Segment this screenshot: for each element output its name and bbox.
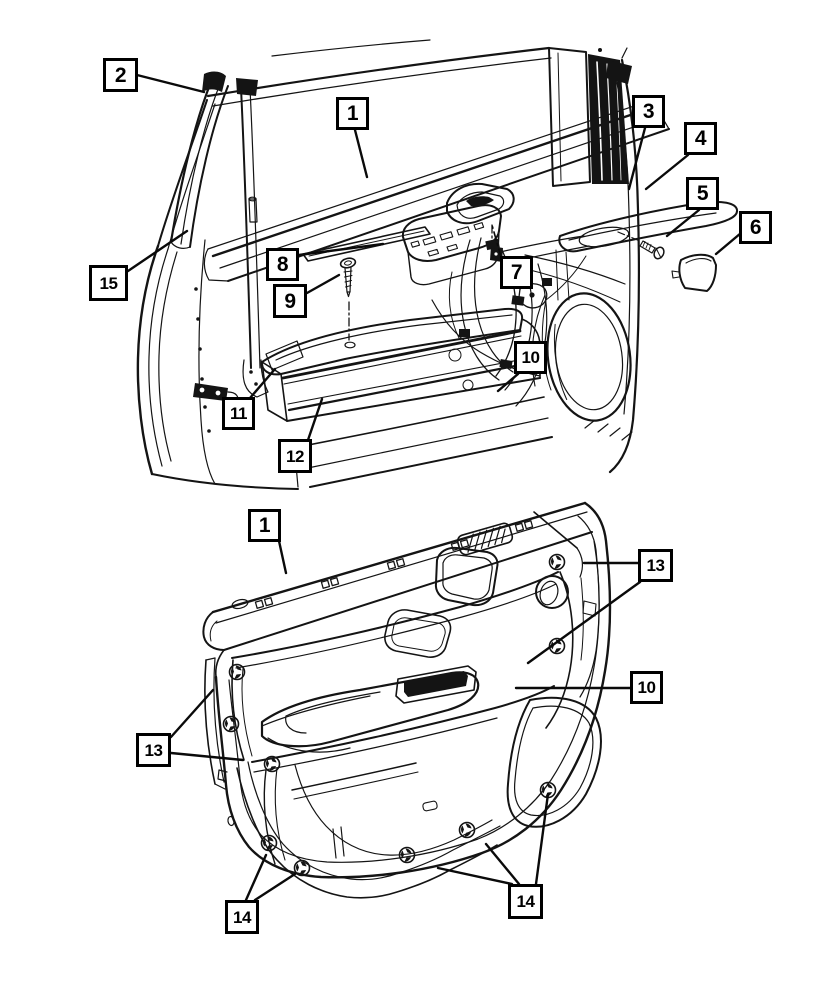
callout-6[interactable]: 6 — [739, 211, 772, 244]
callout-5[interactable]: 5 — [686, 177, 719, 210]
callout-label: 1 — [346, 102, 359, 125]
callout-label: 10 — [521, 348, 540, 367]
pull-pocket — [384, 609, 452, 658]
callout-label: 13 — [144, 740, 163, 760]
latch-bracket — [193, 383, 228, 401]
callout-label: 3 — [642, 100, 655, 123]
callout-label: 2 — [114, 63, 127, 87]
armrest-rear — [260, 665, 480, 753]
front-corner — [533, 511, 600, 698]
callout-1[interactable]: 1 — [248, 509, 281, 542]
switch-cutout — [395, 665, 477, 704]
door-exploded-art — [136, 39, 738, 490]
callout-10[interactable]: 10 — [630, 671, 663, 704]
callout-label: 1 — [258, 514, 271, 537]
callout-label: 14 — [233, 907, 251, 927]
screw-9 — [339, 257, 357, 349]
callout-3[interactable]: 3 — [632, 95, 665, 128]
callout-label: 6 — [749, 216, 762, 239]
callout-2[interactable]: 2 — [103, 58, 138, 92]
lower-panel — [293, 396, 553, 488]
weatherstrip — [148, 248, 169, 467]
callout-11[interactable]: 11 — [222, 397, 255, 430]
callout-1[interactable]: 1 — [336, 97, 369, 130]
hatched-slot — [456, 522, 514, 556]
retainer-clip-icon — [458, 821, 476, 839]
callout-label: 13 — [646, 556, 665, 575]
pull-cup-bezel — [446, 182, 515, 225]
callout-9[interactable]: 9 — [273, 284, 307, 318]
stud-pin — [248, 198, 258, 223]
panel-top-rail — [202, 501, 593, 651]
retainer-clip-icon — [548, 553, 566, 571]
callout-label: 9 — [284, 289, 296, 313]
retainer-clip-icon — [263, 755, 281, 773]
screw-5 — [617, 231, 665, 260]
panel-sculpting — [231, 571, 574, 773]
callout-8[interactable]: 8 — [266, 248, 299, 281]
callout-label: 12 — [286, 446, 304, 466]
callout-7[interactable]: 7 — [500, 256, 533, 289]
callout-label: 7 — [510, 261, 523, 284]
handle-cover — [490, 200, 738, 309]
callout-label: 11 — [230, 404, 247, 423]
callout-13[interactable]: 13 — [638, 549, 673, 582]
callout-10[interactable]: 10 — [514, 341, 547, 374]
callout-label: 5 — [696, 182, 709, 205]
callout-label: 14 — [516, 892, 535, 911]
callout-label: 8 — [276, 253, 289, 276]
callout-label: 4 — [694, 127, 707, 150]
retainer-clip-icon — [293, 859, 311, 877]
retainer-clip-icon — [548, 637, 566, 655]
callout-12[interactable]: 12 — [278, 439, 312, 473]
retainer-clip-icon — [398, 846, 416, 864]
speaker — [546, 292, 632, 422]
callout-14[interactable]: 14 — [508, 884, 543, 919]
callout-4[interactable]: 4 — [684, 122, 717, 155]
armrest-pad — [260, 307, 541, 422]
pocket-rear — [263, 762, 438, 865]
handle-cap — [671, 253, 717, 292]
retainer-clip-icon — [539, 781, 557, 799]
callout-label: 10 — [637, 678, 656, 697]
roof-line — [271, 39, 431, 57]
callout-label: 15 — [99, 273, 118, 293]
door-shell — [136, 99, 299, 490]
window-frame — [206, 46, 551, 98]
retainer-clip-icon — [222, 715, 240, 733]
callout-13[interactable]: 13 — [136, 733, 171, 767]
pillar-trim — [169, 71, 229, 249]
switch-opening — [434, 546, 499, 607]
speaker-grille-rear — [506, 696, 602, 828]
callout-15[interactable]: 15 — [89, 265, 128, 301]
trim-panel-rear-art — [202, 501, 612, 899]
callout-14[interactable]: 14 — [225, 900, 259, 934]
